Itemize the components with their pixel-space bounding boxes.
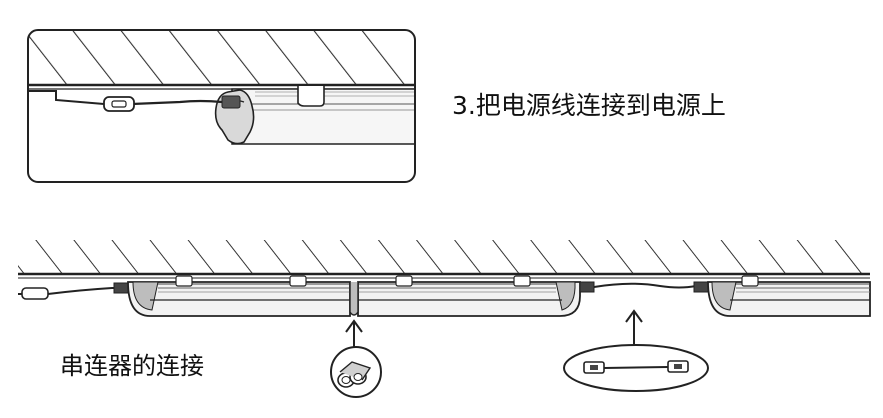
arrow-up-icon bbox=[625, 309, 643, 348]
ceiling bbox=[18, 240, 870, 279]
led-fixture-3 bbox=[707, 275, 871, 317]
led-fixture-1 bbox=[127, 275, 351, 317]
step-3-label: 3.把电源线连接到电源上 bbox=[452, 91, 726, 120]
led-fixture-2 bbox=[357, 275, 581, 317]
fixture-tube-inset bbox=[214, 86, 415, 145]
chain-connection-label: 串连器的连接 bbox=[60, 352, 204, 380]
ceiling-hatch-main bbox=[18, 240, 870, 274]
connector-cable-icon bbox=[563, 344, 709, 392]
power-plug-icon bbox=[28, 90, 223, 112]
inset-frame bbox=[27, 29, 416, 183]
coupler-joint bbox=[349, 282, 359, 316]
detail-inset bbox=[27, 29, 416, 183]
ceiling-hatch bbox=[28, 30, 415, 86]
power-plug-icon bbox=[18, 282, 129, 300]
coupler-icon bbox=[330, 346, 382, 398]
connector-cable bbox=[579, 281, 709, 293]
